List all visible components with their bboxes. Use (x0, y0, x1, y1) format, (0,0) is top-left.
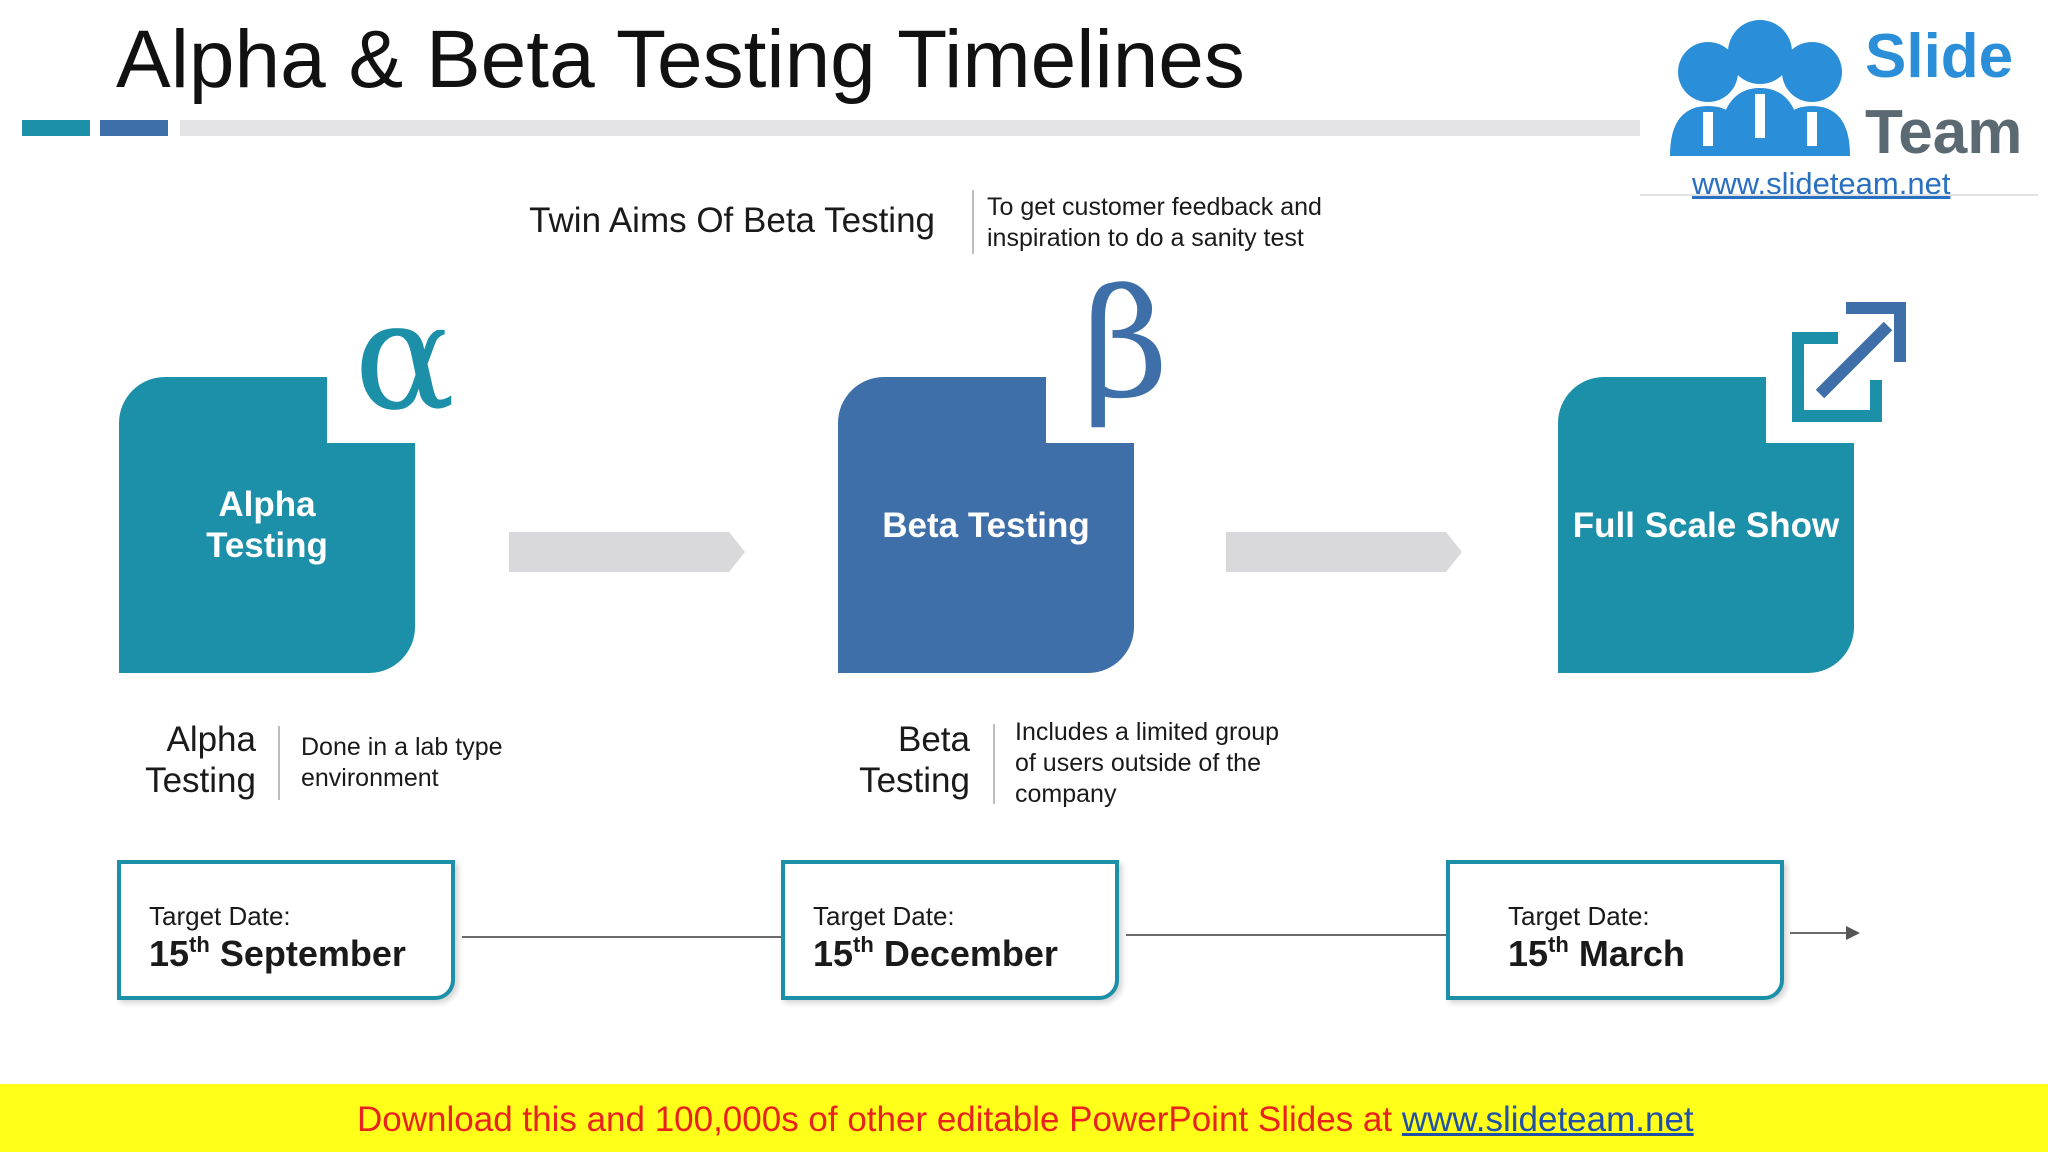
slide-title: Alpha & Beta Testing Timelines (116, 14, 1245, 105)
logo-divider (1640, 194, 2038, 196)
title-accent-bar (100, 120, 168, 136)
logo-wordmark: Slide (1865, 22, 2014, 91)
date-value: 15th December (813, 932, 1058, 974)
beta-description-title: Beta Testing (859, 720, 970, 800)
flow-arrow (509, 532, 745, 572)
description-divider (993, 724, 995, 804)
banner-link[interactable]: www.slideteam.net (1401, 1100, 1694, 1139)
description-divider (278, 726, 280, 800)
stage-label: Full Scale Show (1572, 505, 1840, 545)
date-card-march: Target Date: 15th March (1446, 860, 1784, 1000)
download-banner: Download this and 100,000s of other edit… (0, 1084, 2048, 1152)
aims-text: To get customer feedback and inspiration… (987, 193, 1322, 252)
corner-notch (327, 377, 415, 443)
banner-text: Download this and 100,000s of other edit… (357, 1100, 1694, 1139)
alpha-description-title: Alpha Testing (145, 720, 256, 800)
date-value: 15th September (149, 932, 406, 974)
date-card-september: Target Date: 15th September (117, 860, 455, 1000)
logo-wordmark: Team (1865, 98, 2023, 167)
beta-symbol-icon: β (1082, 258, 1169, 432)
expand-arrow-icon (1792, 302, 1906, 422)
timeline-arrowhead-icon (1846, 926, 1860, 940)
people-group-icon (1670, 20, 1850, 156)
date-label: Target Date: (1508, 901, 1650, 931)
logo-url-link[interactable]: www.slideteam.net (1692, 166, 1951, 201)
date-label: Target Date: (149, 901, 291, 931)
corner-notch (1046, 377, 1134, 443)
title-rule (180, 120, 1640, 136)
date-card-december: Target Date: 15th December (781, 860, 1119, 1000)
timeline-line (1126, 934, 1448, 936)
beta-description-text: Includes a limited group of users outsid… (1015, 718, 1280, 808)
timeline-line (462, 936, 784, 938)
stage-label: Beta Testing (882, 505, 1090, 545)
slideteam-logo[interactable]: Slide Team www.slideteam.net (1640, 6, 2038, 201)
alpha-symbol-icon: α (354, 270, 456, 444)
stage-alpha-testing: Alpha Testing (119, 377, 415, 673)
title-accent-bar (22, 120, 90, 136)
alpha-description-text: Done in a lab type environment (301, 733, 503, 792)
aims-divider (972, 190, 974, 254)
flow-arrow (1226, 532, 1462, 572)
aims-label: Twin Aims Of Beta Testing (529, 201, 935, 240)
stage-label: Alpha Testing (206, 485, 328, 565)
date-label: Target Date: (813, 901, 955, 931)
stage-beta-testing: Beta Testing (838, 377, 1134, 673)
date-value: 15th March (1508, 932, 1685, 974)
timeline-line (1790, 932, 1850, 934)
